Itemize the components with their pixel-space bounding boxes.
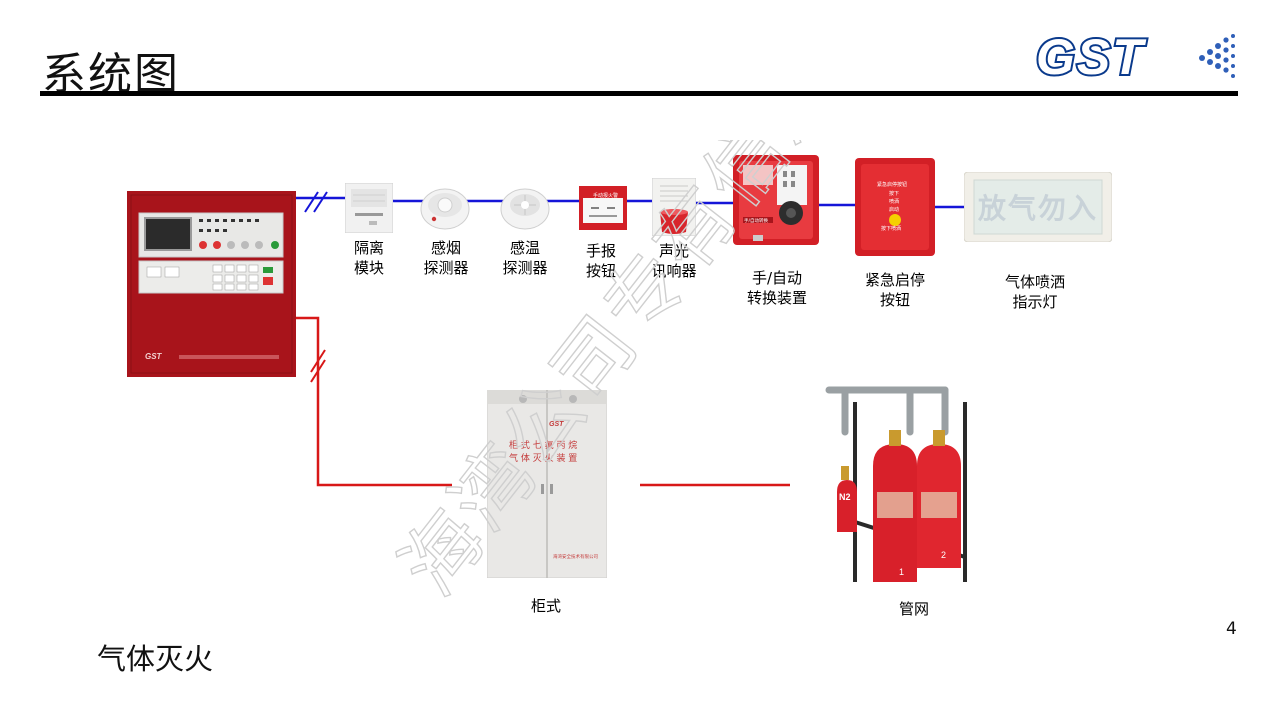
gas-extinguishing-control-panel: GST bbox=[127, 191, 296, 377]
manual-button-tag: 手动报火警 bbox=[593, 192, 618, 199]
label-pipe-network: 管网 bbox=[898, 600, 929, 618]
cylinder-n2-label: N2 bbox=[839, 492, 851, 502]
cabinet-title-line-1: 柜 式 七 氟 丙 烷 bbox=[509, 439, 577, 451]
pipe-network-extinguishing-device: N2 1 2 bbox=[825, 386, 967, 582]
label-emergency-button: 紧急启停 按钮 bbox=[864, 271, 925, 309]
emergency-start-stop-button-device: 紧急启停按钮 按下 喷洒 启动 按下喷洒 bbox=[855, 158, 935, 256]
emergency-text-1: 紧急启停按钮 bbox=[877, 181, 907, 188]
auto-manual-switch-device: 手/自动转换 bbox=[733, 155, 819, 245]
power-break-mark-1 bbox=[310, 349, 326, 373]
panel-brand: GST bbox=[145, 352, 163, 361]
sound-light-alarm-device bbox=[652, 178, 696, 236]
cabinet-maker: 海湾安全技术有限公司 bbox=[553, 553, 598, 560]
logo-dots bbox=[1199, 34, 1235, 78]
emergency-text-5: 按下喷洒 bbox=[881, 225, 901, 232]
label-manual-button: 手报 按钮 bbox=[585, 242, 616, 280]
smoke-detector-device bbox=[420, 188, 470, 230]
switch-tag: 手/自动转换 bbox=[744, 217, 769, 224]
heat-detector-device bbox=[500, 188, 550, 230]
cabinet-brand: GST bbox=[549, 421, 564, 428]
bus-break-mark-2 bbox=[313, 191, 328, 213]
bus-break-mark-1 bbox=[304, 191, 319, 213]
logo-text: GST bbox=[1036, 29, 1147, 84]
gas-release-indicator-device: 放气勿入 bbox=[964, 172, 1112, 242]
emergency-text-2: 按下 bbox=[889, 190, 899, 197]
label-heat-detector: 感温 探测器 bbox=[502, 239, 548, 277]
isolation-module-device bbox=[345, 183, 393, 233]
emergency-text-4: 启动 bbox=[889, 206, 899, 213]
caption: 气体灭火 bbox=[97, 642, 214, 676]
label-isolation-module: 隔离 模块 bbox=[353, 239, 384, 277]
label-auto-manual-switch: 手/自动 转换装置 bbox=[746, 269, 807, 307]
power-line bbox=[296, 316, 452, 487]
gst-logo: GST GST bbox=[1034, 28, 1235, 84]
label-smoke-detector: 感烟 探测器 bbox=[423, 239, 469, 277]
manual-alarm-button-device: 手动报火警 bbox=[579, 186, 627, 230]
label-sound-light-alarm: 声光 讯响器 bbox=[651, 242, 697, 280]
logo-text-fill: GST bbox=[1036, 29, 1147, 84]
cylinder-1-label: 1 bbox=[899, 567, 904, 577]
label-cabinet: 柜式 bbox=[530, 597, 561, 615]
emergency-text-3: 喷洒 bbox=[889, 198, 899, 205]
indicator-sign-text: 放气勿入 bbox=[977, 192, 1098, 225]
cylinder-2-label: 2 bbox=[941, 550, 946, 560]
cabinet-extinguishing-device: GST 柜 式 七 氟 丙 烷 气 体 灭 火 装 置 海湾安全技术有限公司 bbox=[487, 390, 607, 578]
page-number: 4 bbox=[1226, 619, 1237, 639]
cabinet-title-line-2: 气 体 灭 火 装 置 bbox=[509, 452, 577, 464]
power-break-mark-2 bbox=[310, 359, 326, 383]
title-underline bbox=[40, 91, 1238, 96]
label-gas-indicator: 气体喷洒 指示灯 bbox=[1004, 273, 1065, 311]
